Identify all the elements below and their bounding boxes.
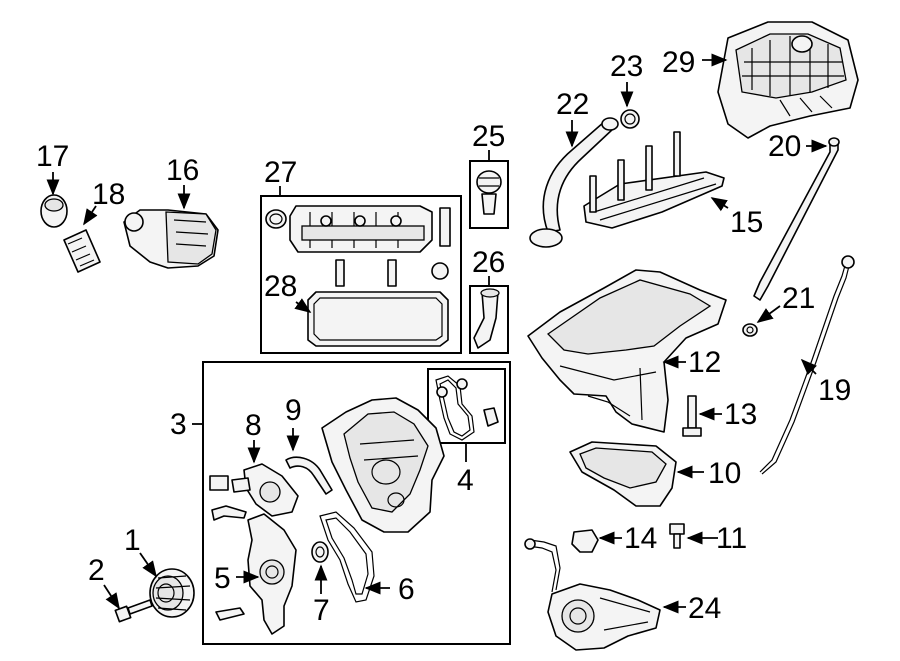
oil-pan-bolt — [682, 395, 702, 437]
lower-oil-pan — [569, 441, 677, 507]
callout-25: 25 — [472, 120, 505, 153]
windage-tray — [583, 131, 725, 229]
callout-23: 23 — [610, 50, 643, 83]
callout-29: 29 — [662, 46, 695, 79]
leader-21 — [756, 305, 781, 323]
intake-manifold — [717, 21, 859, 139]
timing-cover-gasket — [435, 375, 499, 441]
callout-21: 21 — [782, 282, 815, 315]
callout-13: 13 — [724, 398, 757, 431]
water-pump — [209, 463, 299, 521]
oil-filler-cap — [476, 170, 502, 215]
callout-6: 6 — [398, 573, 415, 606]
crankshaft-pulley — [149, 568, 195, 618]
callout-9: 9 — [285, 394, 302, 427]
oil-filter-cap — [40, 194, 68, 228]
water-pump-gasket — [319, 511, 375, 603]
callout-26: 26 — [472, 246, 505, 279]
oil-filter-housing — [123, 209, 219, 269]
valve-cover-gasket — [307, 291, 449, 347]
drain-bolt — [669, 523, 685, 549]
pulley-bolt — [114, 599, 153, 623]
callout-16: 16 — [166, 154, 199, 187]
leader-28 — [294, 298, 312, 313]
callout-12: 12 — [688, 346, 721, 379]
leader-19 — [800, 358, 817, 375]
callout-20: 20 — [768, 130, 801, 163]
callout-27: 27 — [264, 156, 297, 189]
callout-10: 10 — [708, 457, 741, 490]
oil-pump — [524, 538, 661, 651]
callout-11: 11 — [716, 522, 747, 555]
oil-filler-tube — [473, 288, 500, 349]
leader-15 — [710, 197, 729, 212]
callout-2: 2 — [88, 554, 105, 587]
dipstick-tube — [753, 137, 840, 301]
leader-1 — [139, 552, 157, 578]
callout-28: 28 — [264, 270, 297, 303]
water-pump-hose — [285, 456, 333, 495]
callout-5: 5 — [214, 562, 231, 595]
variable-valve-solenoid — [215, 513, 297, 635]
callout-22: 22 — [556, 88, 589, 121]
callout-15: 15 — [730, 206, 763, 239]
drain-plug — [571, 529, 599, 553]
oil-filter-element — [63, 229, 101, 273]
callout-24: 24 — [688, 592, 721, 625]
callout-19: 19 — [818, 374, 851, 407]
leader-18 — [83, 205, 98, 226]
front-cover-seal — [311, 541, 329, 563]
callout-1: 1 — [124, 524, 141, 557]
callout-8: 8 — [245, 409, 262, 442]
timing-cover-group-box — [202, 361, 511, 645]
callout-7: 7 — [313, 594, 330, 627]
dipstick-seal — [742, 323, 758, 337]
valve-cover-group-box — [260, 195, 462, 354]
timing-cover — [321, 397, 445, 533]
callout-18: 18 — [92, 178, 125, 211]
callout-4: 4 — [457, 464, 474, 497]
callout-3: 3 — [170, 408, 187, 441]
callout-14: 14 — [624, 522, 657, 555]
timing-gasket-box — [427, 368, 506, 444]
o-ring-seal — [620, 109, 640, 129]
callout-17: 17 — [36, 140, 69, 173]
valve-cover — [265, 205, 451, 287]
leader-2 — [103, 584, 120, 610]
oil-cooler-tube — [529, 117, 619, 248]
